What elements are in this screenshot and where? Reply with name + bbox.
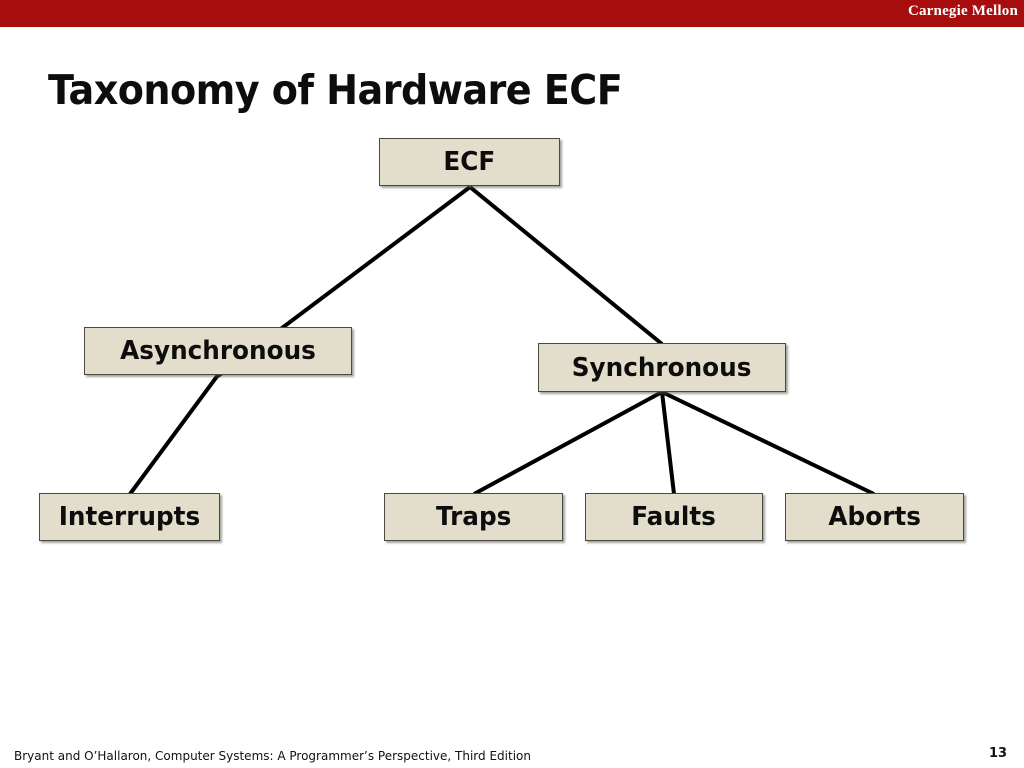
node-traps-label: Traps xyxy=(435,502,512,532)
node-traps[interactable]: Traps xyxy=(384,493,563,541)
edge-ecf-synchronous xyxy=(468,185,664,346)
edge-asynchronous-interrupts xyxy=(128,373,220,496)
top-banner: Carnegie Mellon xyxy=(0,0,1024,27)
node-synchronous[interactable]: Synchronous xyxy=(538,343,786,392)
node-aborts-label: Aborts xyxy=(828,502,921,532)
institution-label: Carnegie Mellon xyxy=(907,3,1018,19)
edge-synchronous-faults xyxy=(660,391,676,495)
node-interrupts[interactable]: Interrupts xyxy=(39,493,220,541)
node-aborts[interactable]: Aborts xyxy=(785,493,964,541)
node-ecf[interactable]: ECF xyxy=(379,138,560,186)
node-interrupts-label: Interrupts xyxy=(58,502,201,532)
node-synchronous-label: Synchronous xyxy=(572,352,752,383)
node-faults-label: Faults xyxy=(631,502,717,532)
footer-citation: Bryant and O’Hallaron, Computer Systems:… xyxy=(14,748,531,763)
node-faults[interactable]: Faults xyxy=(585,493,763,541)
node-asynchronous[interactable]: Asynchronous xyxy=(84,327,352,375)
edge-synchronous-traps xyxy=(473,390,663,496)
page-title: Taxonomy of Hardware ECF xyxy=(48,66,623,114)
node-asynchronous-label: Asynchronous xyxy=(120,336,316,366)
page-number: 13 xyxy=(988,746,1008,761)
edge-synchronous-aborts xyxy=(661,390,875,496)
node-ecf-label: ECF xyxy=(443,147,496,177)
